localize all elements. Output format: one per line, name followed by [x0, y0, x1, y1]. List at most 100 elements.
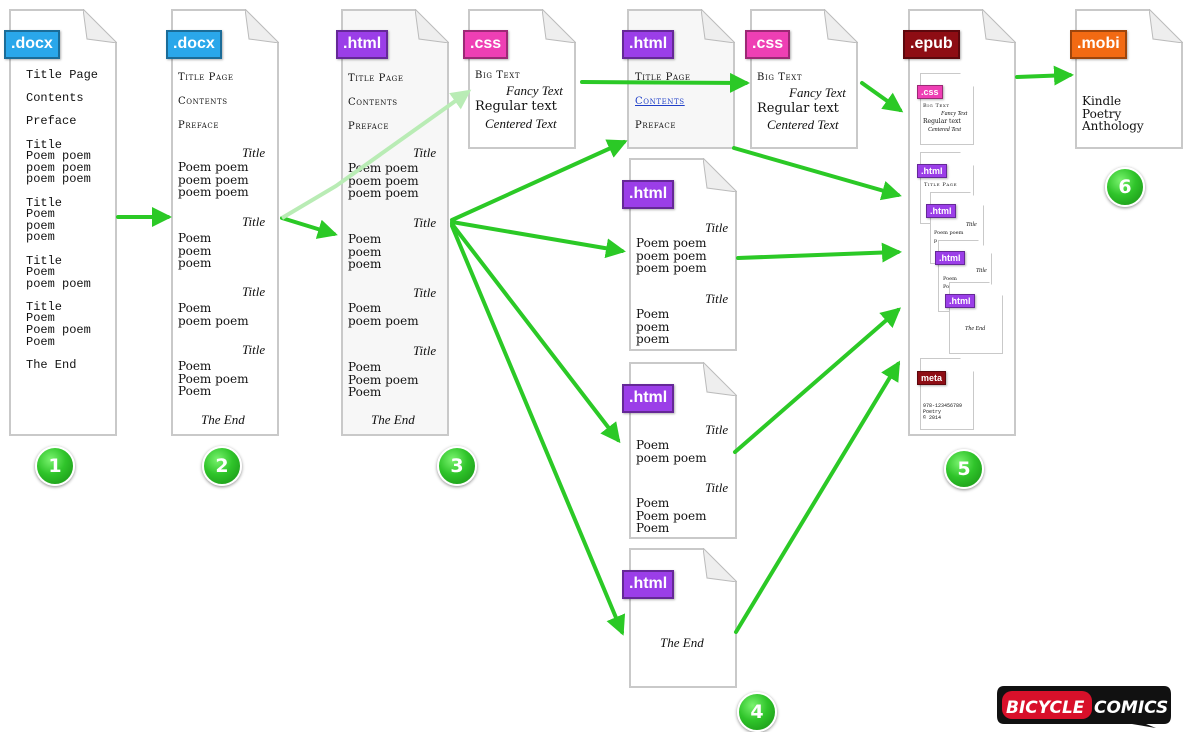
poem-body: Poem Poem poem Poem	[348, 360, 419, 399]
toc-title-page: Title Page	[348, 73, 404, 84]
poem-body: Poem poem poem poem poem poem	[178, 160, 249, 199]
css-big-text: Big Text	[757, 72, 803, 83]
toc-contents: Contents	[348, 97, 398, 108]
arrow-4c-to-5	[733, 307, 902, 454]
mini-css	[920, 73, 974, 145]
poem-title: Title	[242, 145, 266, 160]
toc-contents: Contents	[178, 96, 228, 107]
arrow-2-to-3	[280, 216, 338, 239]
page-fold	[1149, 9, 1183, 43]
arrow-css-to-epub	[860, 81, 904, 113]
mini-html-label: .html	[945, 294, 975, 308]
mini-title: Title	[966, 222, 977, 228]
page-fold	[982, 9, 1016, 43]
mini-p: p	[934, 238, 938, 244]
toc-preface: Preface	[348, 121, 390, 132]
doc-docx-raw	[9, 9, 117, 436]
poem-body: Poem poem poem	[636, 307, 670, 346]
epub-label: .epub	[903, 30, 960, 59]
css-big-text: Big Text	[475, 70, 521, 81]
mini-poem: Poem	[943, 276, 957, 282]
poem-title: Title	[242, 214, 266, 229]
the-end: The End	[371, 412, 415, 427]
toc-preface: Preface	[635, 120, 677, 131]
html-label: .html	[622, 384, 675, 413]
mini-poem: Poem poem	[934, 230, 964, 236]
poem-body: Poem Poem poem Poem	[178, 359, 249, 398]
mini-html-label: .html	[926, 204, 956, 218]
arrow-5-to-6	[1015, 65, 1074, 86]
css-regular-text: Regular text	[475, 99, 557, 114]
page-fold	[83, 9, 117, 43]
step-badge-5: 5	[944, 449, 984, 489]
page-fold	[542, 9, 576, 43]
css-fancy-text: Fancy Text	[506, 83, 563, 98]
poem-body: Poem Poem poem Poem	[636, 496, 707, 535]
arrow-3-to-4d	[450, 224, 626, 636]
poem-body: Poem poem poem	[348, 232, 382, 271]
arrow-4d-to-5	[734, 360, 901, 634]
poem-body: Poem poem poem	[348, 301, 419, 328]
docx-label: .docx	[4, 30, 60, 59]
css-label: .css	[463, 30, 509, 59]
poem-title: Title	[413, 285, 437, 300]
page-fold	[824, 9, 858, 43]
poem-body: Poem poem poem poem poem poem	[348, 161, 419, 200]
poem-title: Title	[705, 422, 729, 437]
mobi-label: .mobi	[1070, 30, 1127, 59]
poem-title: Title	[242, 342, 266, 357]
mini-po: Po	[943, 284, 950, 290]
step-badge-4: 4	[737, 692, 777, 732]
toc-title-page: Title Page	[635, 72, 691, 83]
step-badge-1: 1	[35, 446, 75, 486]
mini-centered-text: Centered Text	[928, 127, 962, 133]
css-label-2: .css	[745, 30, 791, 59]
poem-title: Title	[413, 343, 437, 358]
mini-the-end: The End	[965, 326, 986, 332]
logo-text-right: COMICS	[1094, 698, 1168, 718]
mini-html-4	[949, 282, 1003, 354]
the-end: The End	[660, 635, 704, 650]
poem-body: Poem poem poem	[178, 231, 212, 270]
poem-title: Title	[705, 220, 729, 235]
page-fold	[415, 9, 449, 43]
step-badge-2: 2	[202, 446, 242, 486]
mini-title-page: Title Page	[924, 182, 958, 188]
meta-label: meta	[917, 371, 947, 385]
poem-body: Poem poem poem	[636, 438, 707, 465]
toc-title-page: Title Page	[178, 72, 234, 83]
toc-preface: Preface	[178, 120, 220, 131]
arrow-4a-to-5	[732, 146, 902, 201]
mini-fancy-text: Fancy Text	[941, 111, 968, 117]
page-fold	[701, 9, 735, 43]
css-centered-text: Centered Text	[485, 116, 557, 131]
mini-title: Title	[976, 268, 987, 274]
page-fold	[703, 548, 737, 582]
meta-content: 978-123456789 Poetry © 2014	[923, 403, 963, 421]
mini-html-label: .html	[917, 164, 947, 178]
toc-contents-link[interactable]: Contents	[635, 96, 685, 107]
poem-body: Poem poem poem poem poem poem	[636, 236, 707, 275]
step-badge-6: 6	[1105, 167, 1145, 207]
poem-title: Title	[705, 480, 729, 495]
bicycle-comics-logo: BICYCLE COMICS	[997, 686, 1171, 728]
the-end: The End	[201, 412, 245, 427]
mini-meta	[920, 358, 974, 430]
step-badge-3: 3	[437, 446, 477, 486]
mini-big-text: Big Text	[923, 103, 950, 109]
arrow-3-to-4c	[450, 222, 621, 444]
doc-docx-styled	[171, 9, 279, 436]
doc-html-full	[341, 9, 449, 436]
poem-title: Title	[705, 291, 729, 306]
doc1-content: Title Page Contents Preface Title Poem p…	[26, 68, 99, 372]
poem-title: Title	[413, 215, 437, 230]
mobi-content: Kindle Poetry Anthology	[1082, 94, 1144, 133]
html-label: .html	[622, 30, 675, 59]
mini-css-label: .css	[917, 85, 943, 99]
logo-text-left: BICYCLE	[1006, 698, 1085, 718]
arrow-3-to-4a	[450, 139, 628, 222]
docx-label-2: .docx	[166, 30, 222, 59]
arrow-3-to-4b	[450, 220, 626, 259]
page-fold	[245, 9, 279, 43]
poem-title: Title	[242, 284, 266, 299]
